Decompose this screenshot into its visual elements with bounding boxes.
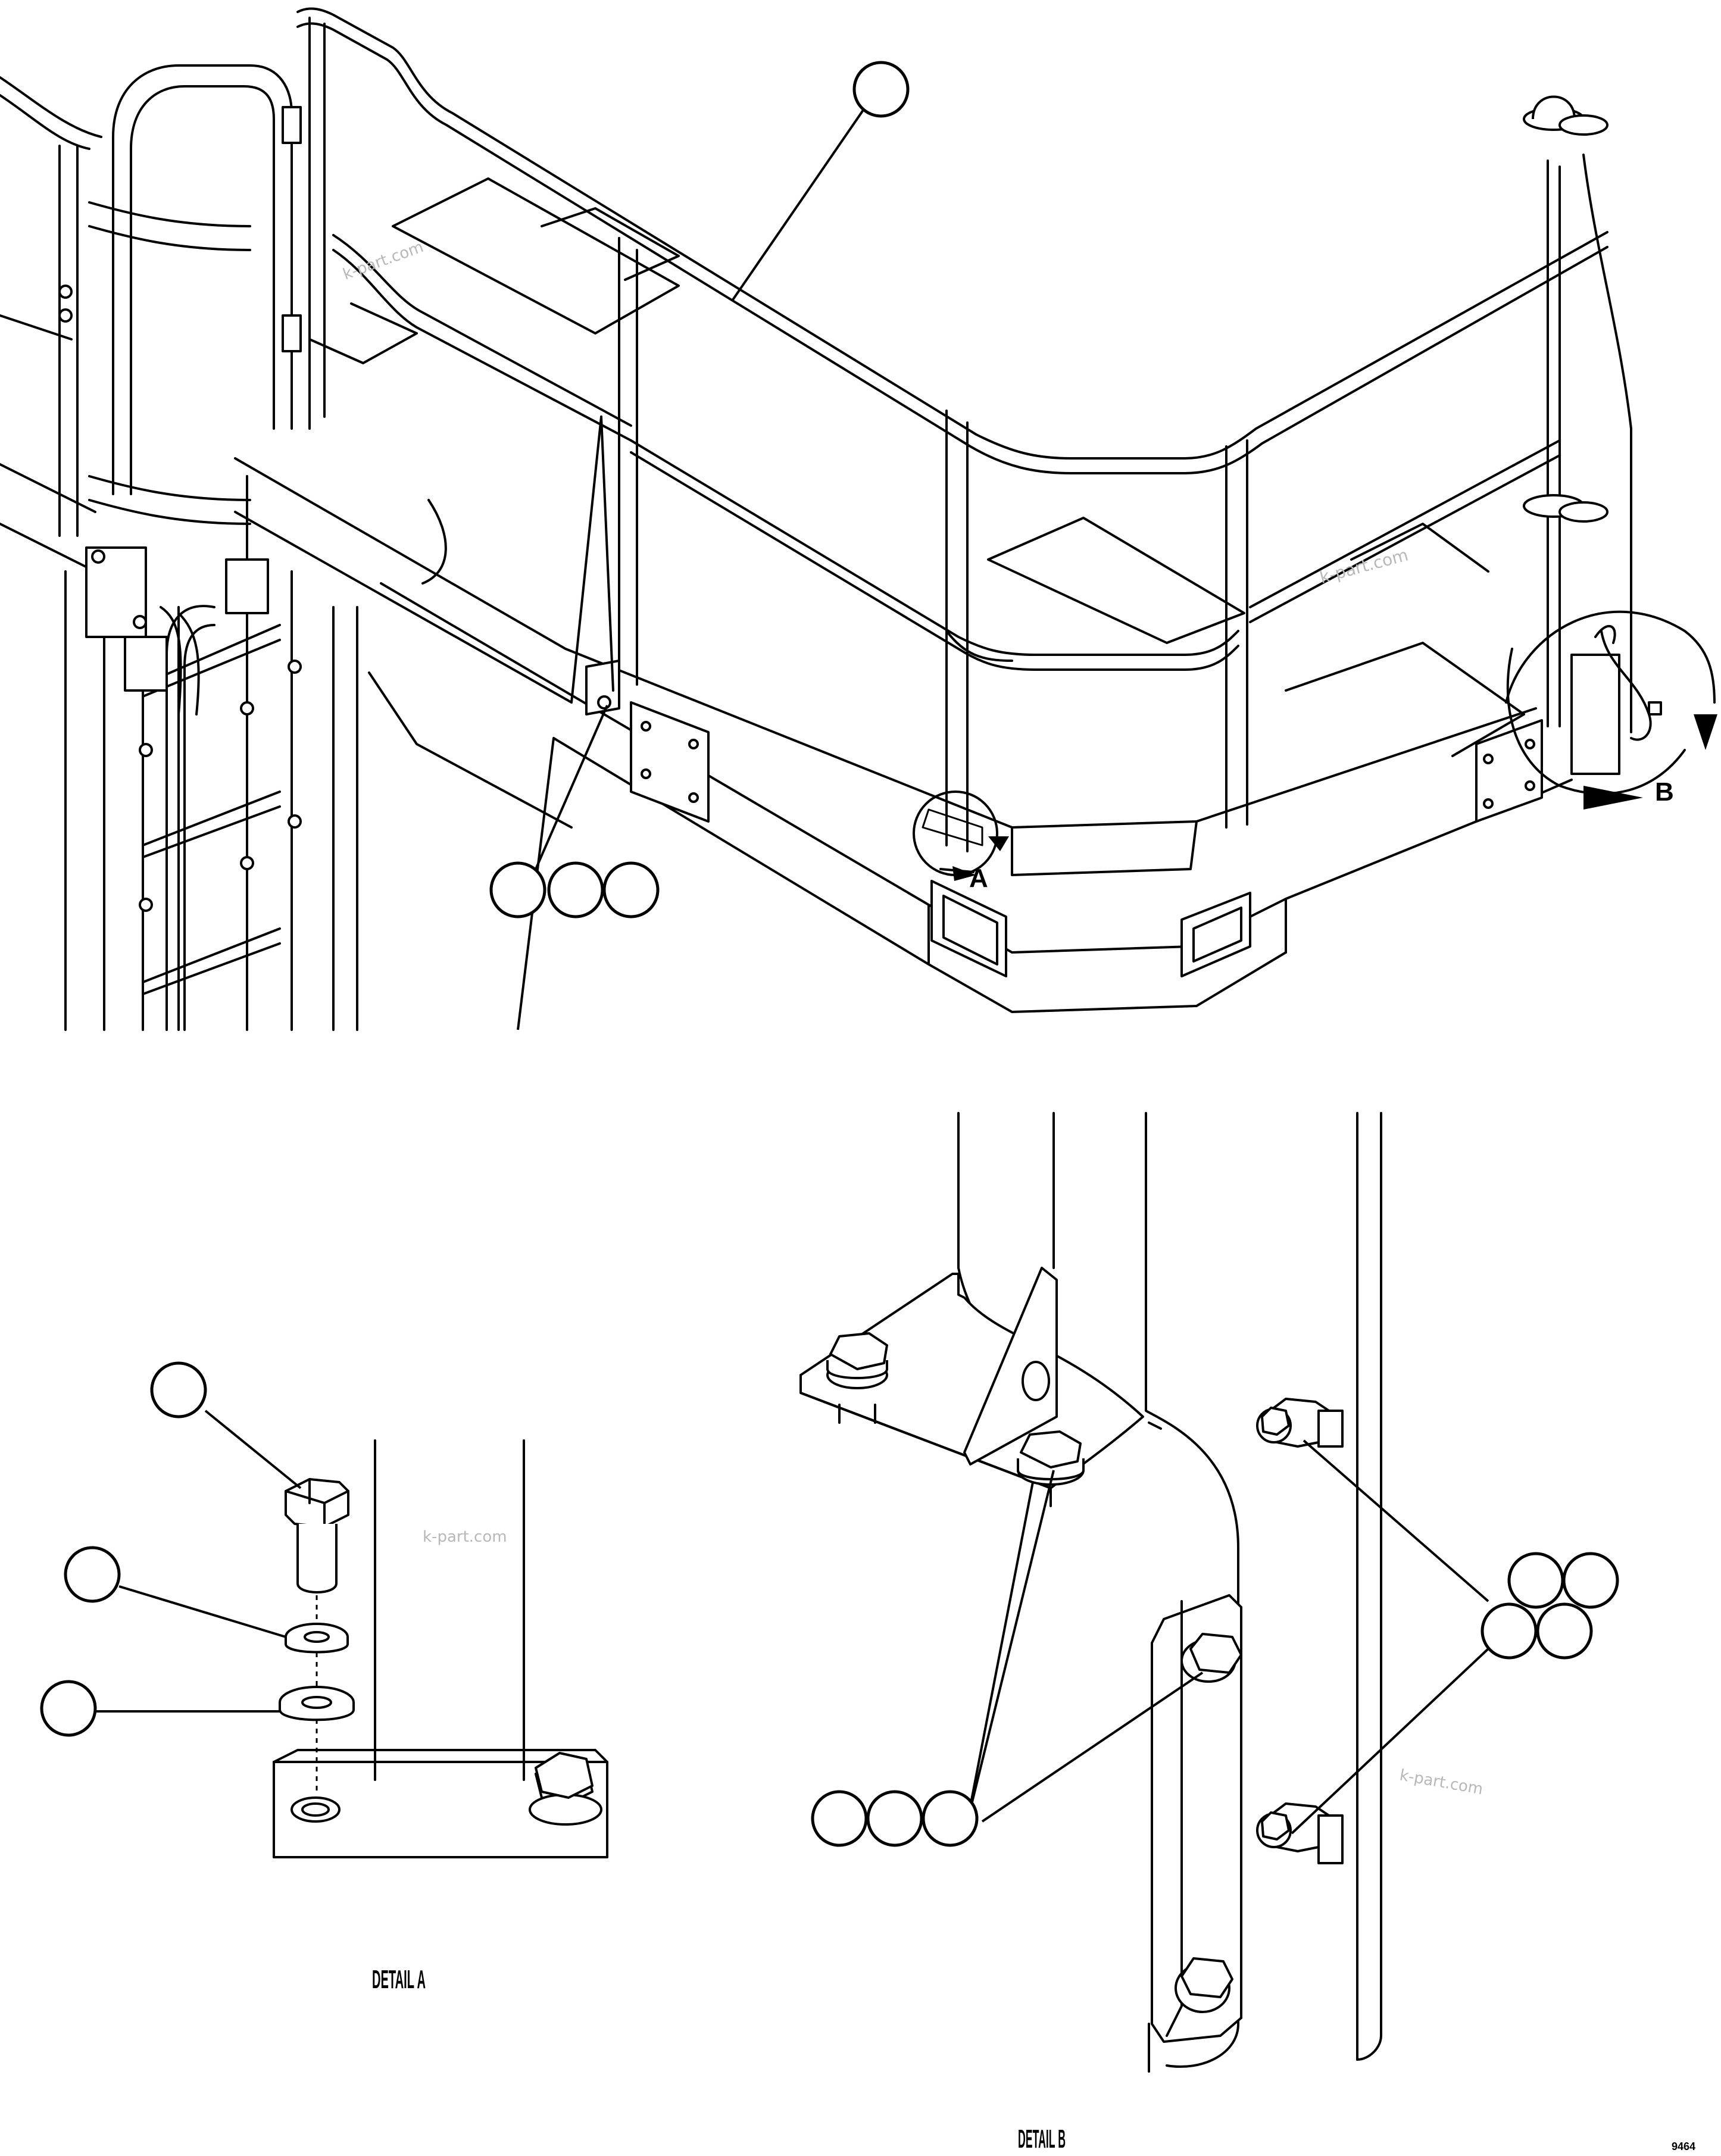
callout-detail-b-clamp-1[interactable] [1507, 1552, 1564, 1609]
detail-a-marker: A [969, 864, 988, 893]
callout-detail-a-lockwasher[interactable] [64, 1546, 121, 1603]
callout-detail-b-clamp-2[interactable] [1562, 1552, 1619, 1609]
callout-detail-a-bolt[interactable] [150, 1361, 207, 1418]
watermark-3: k-part.com [423, 1528, 507, 1546]
detail-a-view: k-part.com DETAIL A [95, 1410, 608, 1994]
callout-detail-b-bolt-1[interactable] [811, 1790, 868, 1847]
detail-a-indicator: A [913, 790, 1009, 893]
access-ladder [0, 64, 358, 1031]
detail-b-indicator: B [1505, 610, 1717, 810]
main-platform-view: A B k-part.com k-part.com [0, 7, 1717, 1031]
callout-rail-mount-2[interactable] [547, 861, 604, 918]
detail-b-caption: DETAIL B [1018, 2124, 1066, 2154]
drawing-code: 9464 [1672, 2141, 1695, 2152]
callout-detail-b-bolt-3[interactable] [922, 1790, 979, 1847]
detail-b-marker: B [1655, 777, 1674, 807]
handrail [296, 7, 1632, 852]
callout-rail-mount-1[interactable] [489, 861, 546, 918]
detail-a-caption: DETAIL A [372, 1965, 426, 1994]
callout-detail-b-bolt-2[interactable] [866, 1790, 923, 1847]
callout-detail-b-clamp-4[interactable] [1536, 1602, 1593, 1660]
callout-bubbles [40, 61, 1619, 1847]
callout-detail-b-clamp-3[interactable] [1481, 1602, 1538, 1660]
watermark-1: k-part.com [341, 238, 426, 284]
callout-platform-rail[interactable] [852, 61, 910, 118]
watermark-2: k-part.com [1317, 545, 1410, 587]
callout-rail-mount-3[interactable] [602, 861, 660, 918]
deck [308, 177, 1525, 757]
platform-frame [234, 457, 1573, 1013]
detail-b-view: k-part.com DETAIL B 9464 [799, 1112, 1695, 2154]
watermark-4: k-part.com [1398, 1766, 1485, 1798]
callout-detail-a-flatwasher[interactable] [40, 1680, 97, 1737]
